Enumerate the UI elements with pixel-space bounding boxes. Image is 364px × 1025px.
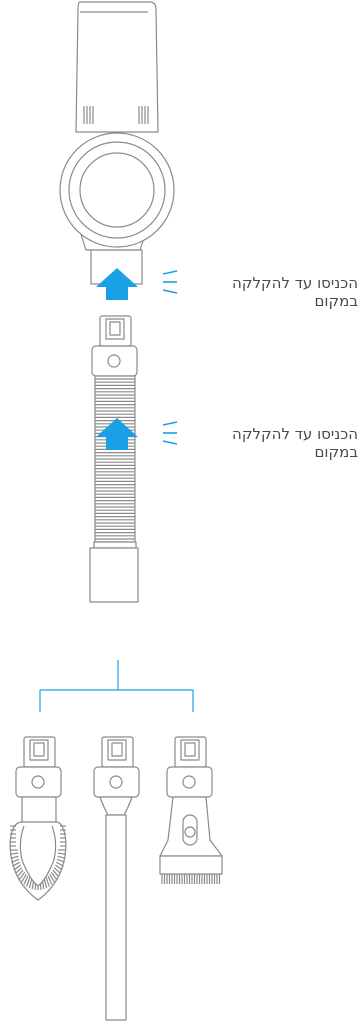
crevice-tool-icon	[93, 736, 140, 1021]
step-2-line-1: הכניסו עד להקלקה	[232, 425, 358, 443]
step-2-line-2: במקום	[314, 443, 358, 461]
click-lines-icon	[162, 270, 178, 294]
click-lines-icon	[162, 421, 178, 445]
vacuum-body-icon	[59, 1, 175, 285]
step-2-instruction: הכניסו עד להקלקה במקום	[232, 425, 358, 461]
step-1-line-2: במקום	[314, 292, 358, 310]
combination-brush-tool-icon	[159, 736, 223, 884]
extension-hose-icon	[89, 315, 139, 603]
step-1-instruction: הכניסו עד להקלקה במקום	[232, 274, 358, 310]
up-arrow-icon	[96, 418, 138, 450]
step-1-line-1: הכניסו עד להקלקה	[232, 274, 358, 292]
up-arrow-icon	[96, 268, 138, 300]
brush-tool-icon	[9, 736, 67, 901]
tool-bracket	[39, 660, 194, 712]
